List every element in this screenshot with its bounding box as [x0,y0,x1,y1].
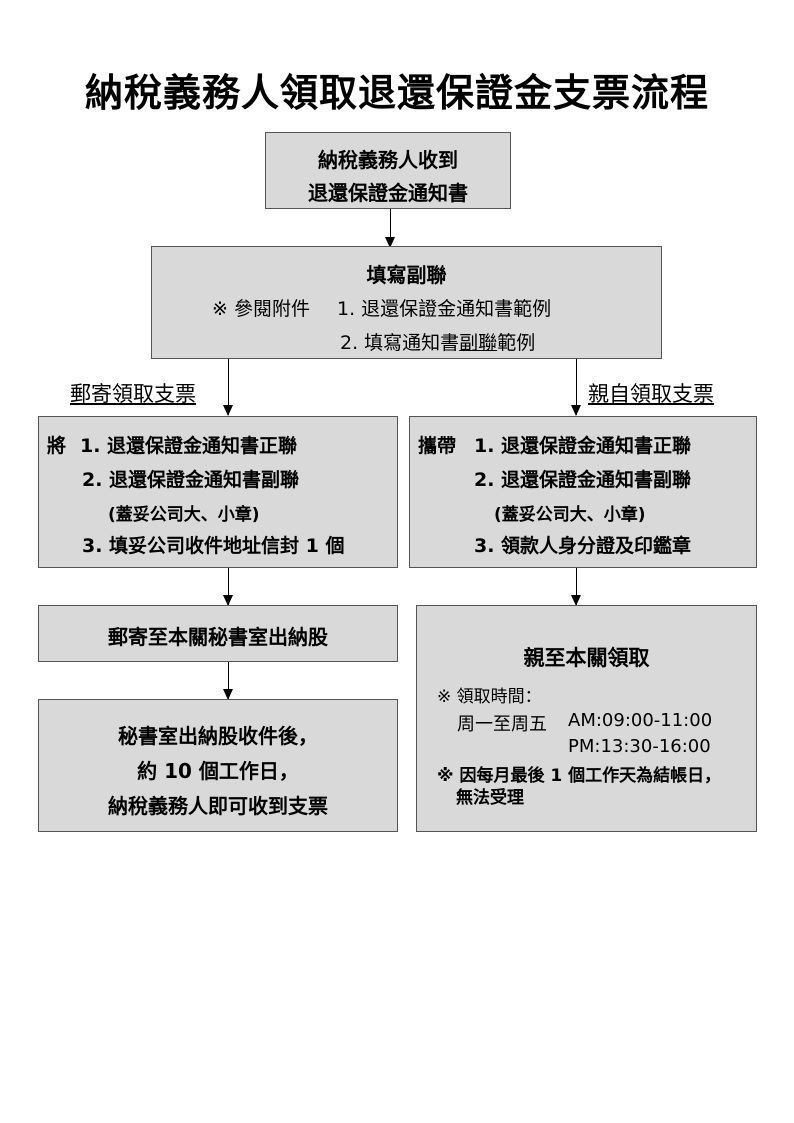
mail-documents-item1: 1. 退還保證金通知書正聯 [80,435,298,457]
arrow-to-mail-branch [223,359,233,416]
mail-documents-item3: 3. 填妥公司收件地址信封 1 個 [82,535,345,557]
mail-documents-item2-note: (蓋妥公司大、小章) [108,505,260,525]
mail-to-cashier-box: 郵寄至本關秘書室出納股 [38,605,398,662]
mail-documents-lead: 將 [47,435,67,457]
page-title: 納稅義務人領取退還保證金支票流程 [84,71,709,115]
visit-hours-am: AM:09:00-11:00 [568,710,713,731]
inperson-documents-item1: 1. 退還保證金通知書正聯 [474,435,692,457]
mail-result-line3: 納稅義務人即可收到支票 [108,794,328,818]
visit-hours-days: 周一至周五 [457,714,547,735]
inperson-documents-lead: 攜帶 [418,435,457,457]
mail-documents-box: 將 1. 退還保證金通知書正聯 2. 退還保證金通知書副聯 (蓋妥公司大、小章)… [38,416,398,568]
inperson-documents-item2-note: (蓋妥公司大、小章) [494,505,646,525]
visit-closing-note-line1: ※ 因每月最後 1 個工作天為結帳日， [437,766,722,786]
branch-label-mail: 郵寄領取支票 [70,382,196,406]
arrow-to-mail-step [223,568,233,606]
arrow-to-result [223,662,233,700]
visit-hours-label: ※ 領取時間： [437,687,542,707]
step-fill-ref1: 1. 退還保證金通知書範例 [337,298,552,320]
inperson-documents-item2: 2. 退還保證金通知書副聯 [474,469,692,491]
step-fill-ref2-prefix: 2. 填寫通知書 [340,332,460,354]
arrow-to-visit-step [571,568,581,606]
visit-office-heading: 親至本關領取 [523,646,650,670]
branch-label-inperson: 親自領取支票 [588,382,714,406]
visit-office-box: 親至本關領取 ※ 領取時間： 周一至周五 AM:09:00-11:00 PM:1… [416,605,757,832]
mail-result-line1: 秘書室出納股收件後， [118,724,318,748]
step-receive-line2: 退還保證金通知書 [308,181,468,205]
inperson-documents-box: 攜帶 1. 退還保證金通知書正聯 2. 退還保證金通知書副聯 (蓋妥公司大、小章… [409,416,757,568]
step-receive-line1: 納稅義務人收到 [318,148,458,172]
mail-documents-item2: 2. 退還保證金通知書副聯 [82,469,300,491]
step-fill-ref2-underlined: 副聯 [459,332,498,354]
step-fill-ref2-suffix: 範例 [497,332,536,354]
inperson-documents-item3: 3. 領款人身分證及印鑑章 [474,535,692,557]
mail-result-line2: 約 10 個工作日， [137,759,299,783]
mail-result-box: 秘書室出納股收件後， 約 10 個工作日， 納稅義務人即可收到支票 [38,699,398,832]
step-fill-stub-box: 填寫副聯 ※ 參閱附件 1. 退還保證金通知書範例 2. 填寫通知書副聯範例 [151,246,662,359]
visit-closing-note-line2: 無法受理 [456,788,524,808]
step-fill-ref2: 2. 填寫通知書副聯範例 [340,328,535,355]
arrow-to-inperson-branch [571,359,581,416]
arrow-step1-to-step2 [385,209,395,248]
step-fill-heading: 填寫副聯 [366,263,447,287]
step-fill-ref-prefix: ※ 參閱附件 [212,298,310,320]
visit-hours-pm: PM:13:30-16:00 [568,736,711,757]
mail-to-cashier-text: 郵寄至本關秘書室出納股 [108,625,328,649]
step-receive-notice-box: 納稅義務人收到 退還保證金通知書 [265,132,511,209]
